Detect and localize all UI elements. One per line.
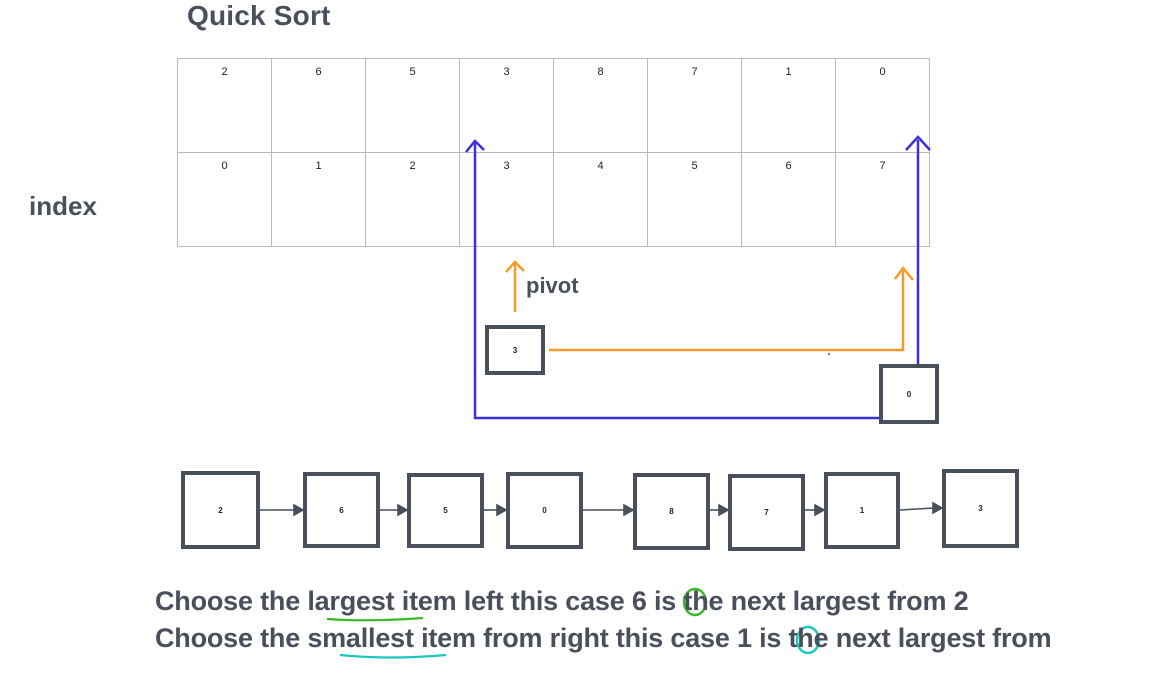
orange-pivot-arrowhead bbox=[505, 260, 525, 273]
page-title: Quick Sort bbox=[187, 0, 331, 31]
list-link-head bbox=[293, 503, 305, 517]
list-node: 5 bbox=[407, 473, 484, 548]
orange-connector-arrowhead bbox=[893, 265, 914, 281]
list-link-head bbox=[932, 501, 944, 515]
list-link-head bbox=[397, 503, 409, 517]
array-cell: 7 bbox=[647, 58, 742, 153]
array-cell: 2 bbox=[177, 58, 272, 153]
list-node: 7 bbox=[728, 474, 805, 551]
list-link-head bbox=[496, 503, 508, 517]
index-cell: 3 bbox=[459, 152, 554, 247]
value-row: 2 6 5 3 8 7 1 0 bbox=[177, 58, 930, 153]
caption-circled-number: 6 bbox=[631, 586, 647, 616]
caption-keyword: largest bbox=[307, 586, 395, 616]
index-cell: 4 bbox=[553, 152, 648, 247]
cyan-underline-smallest bbox=[339, 653, 447, 659]
array-cell: 3 bbox=[459, 58, 554, 153]
list-node: 3 bbox=[942, 469, 1019, 548]
list-link-head bbox=[814, 503, 826, 517]
caption-keyword: smallest bbox=[307, 623, 414, 653]
list-node: 2 bbox=[181, 471, 260, 549]
index-cell: 5 bbox=[647, 152, 742, 247]
pivot-box: 3 bbox=[485, 325, 545, 375]
array-table: 2 6 5 3 8 7 1 0 0 1 2 3 4 5 6 7 bbox=[177, 58, 930, 247]
index-row: 0 1 2 3 4 5 6 7 bbox=[177, 152, 930, 247]
array-cell: 0 bbox=[835, 58, 930, 153]
array-cell: 5 bbox=[365, 58, 460, 153]
list-node: 1 bbox=[824, 472, 900, 549]
list-node: 6 bbox=[303, 472, 380, 548]
caption-circled-number: 1 bbox=[736, 623, 752, 653]
stray-dot bbox=[828, 353, 830, 355]
pivot-label: pivot bbox=[526, 273, 579, 298]
index-cell: 6 bbox=[741, 152, 836, 247]
caption-line-1: Choose the largest item left this case 6… bbox=[155, 586, 969, 616]
list-link-head bbox=[623, 503, 635, 517]
pivot-box-value: 3 bbox=[512, 345, 518, 355]
index-cell: 7 bbox=[835, 152, 930, 247]
array-cell: 8 bbox=[553, 58, 648, 153]
index-cell: 1 bbox=[271, 152, 366, 247]
list-link-head bbox=[718, 503, 730, 517]
index-row-label: index bbox=[29, 191, 97, 221]
array-cell: 1 bbox=[741, 58, 836, 153]
swap-box: 0 bbox=[879, 364, 939, 424]
green-underline-largest bbox=[326, 616, 424, 622]
swap-box-value: 0 bbox=[906, 389, 912, 399]
orange-connector bbox=[549, 270, 905, 352]
index-cell: 0 bbox=[177, 152, 272, 247]
array-cell: 6 bbox=[271, 58, 366, 153]
index-cell: 2 bbox=[365, 152, 460, 247]
list-node: 0 bbox=[506, 472, 583, 549]
list-link bbox=[899, 507, 935, 511]
list-node: 8 bbox=[633, 473, 710, 550]
caption-line-2: Choose the smallest item from right this… bbox=[155, 623, 1052, 653]
